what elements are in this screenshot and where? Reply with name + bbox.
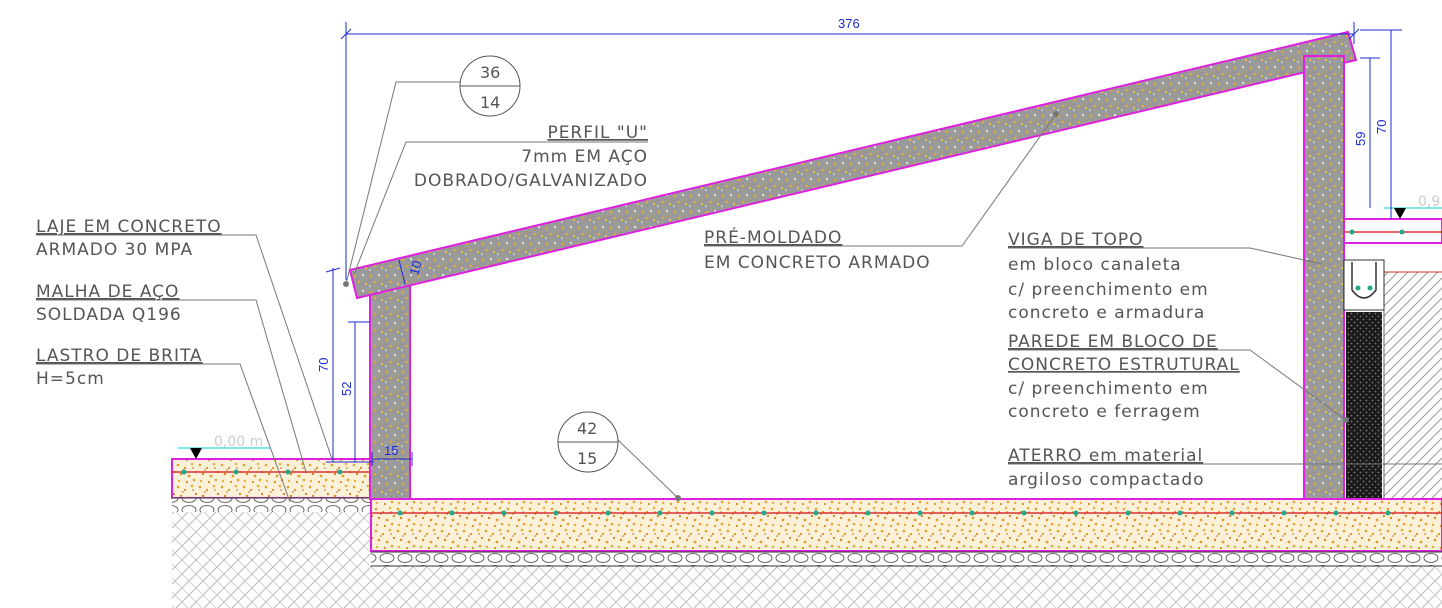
- callout-purlin-bottom: 14: [480, 93, 500, 112]
- floor-slab: [370, 498, 1442, 552]
- level-right-text: 0,9: [1418, 194, 1440, 210]
- right-wall: [1303, 55, 1345, 500]
- dim-slab-thickness: 10: [406, 259, 424, 277]
- label-aterro-l2: argiloso compactado: [1008, 470, 1205, 490]
- rebar-dot: [1073, 510, 1079, 516]
- roof-slab: [348, 30, 1358, 300]
- dim-right-height: 70: [1374, 120, 1389, 134]
- beam-channel: [1343, 259, 1385, 311]
- dimension-lines: [325, 22, 1402, 466]
- dim-right-clear: 59: [1353, 132, 1368, 146]
- label-viga-l3: c/ preenchimento em: [1008, 280, 1209, 300]
- rebar-dots: [181, 469, 1391, 516]
- callout-floor-top: 42: [577, 419, 597, 438]
- label-aterro-l1: ATERRO em material: [1008, 446, 1203, 466]
- dim-wall-thickness: 15: [384, 443, 398, 458]
- label-premoldado-l1: PRÉ-MOLDADO: [704, 226, 842, 248]
- rebar-dot: [1385, 510, 1391, 516]
- label-malha-l2: SOLDADA Q196: [36, 305, 182, 325]
- floor-gravel: [371, 552, 1442, 566]
- rebar-dot: [1021, 510, 1027, 516]
- rebar-dot: [337, 469, 343, 475]
- right-slab-bar-2: [1399, 229, 1405, 235]
- left-wall: [369, 283, 411, 500]
- label-parede-l4: concreto e ferragem: [1008, 402, 1201, 422]
- rebar-dot: [1229, 510, 1235, 516]
- dim-left-height: 70: [316, 358, 331, 372]
- earth-right-hatch: [1384, 272, 1442, 500]
- leader-dot-wall: [1343, 417, 1349, 423]
- level-right-mark: [1394, 208, 1406, 219]
- right-slab-bar-1: [1349, 229, 1355, 235]
- callout-purlin-top: 36: [480, 63, 500, 82]
- rebar-dot: [605, 510, 611, 516]
- callout-floor-bottom: 15: [577, 449, 597, 468]
- rebar-dot: [1125, 510, 1131, 516]
- label-malha-l1: MALHA DE AÇO: [36, 282, 179, 302]
- right-slab: [1343, 218, 1442, 244]
- outer-slab: [171, 458, 371, 499]
- label-perfil-l1: PERFIL "U": [547, 123, 648, 143]
- rebar-dot: [657, 510, 663, 516]
- label-viga-l1: VIGA DE TOPO: [1008, 230, 1143, 250]
- rebar-dot: [865, 510, 871, 516]
- label-perfil-l2: 7mm EM AÇO: [521, 147, 648, 167]
- dim-left-clear: 52: [339, 382, 354, 396]
- level-left-text: 0,00 m: [214, 434, 263, 450]
- label-perfil-l3: DOBRADO/GALVANIZADO: [414, 171, 648, 191]
- rebar-dot: [181, 469, 187, 475]
- leader-dot-purlin: [343, 281, 349, 287]
- leader-lines: [36, 81, 1442, 503]
- beam-bar-2: [1367, 285, 1373, 291]
- rebar-dot: [1333, 510, 1339, 516]
- rebar-dot: [397, 510, 403, 516]
- label-laje-l1: LAJE EM CONCRETO: [36, 217, 222, 237]
- leader-dot-roof: [1053, 111, 1059, 117]
- label-lastro-l2: H=5cm: [36, 369, 105, 389]
- rebar-dot: [969, 510, 975, 516]
- rebar-dot: [1281, 510, 1287, 516]
- label-viga-l2: em bloco canaleta: [1008, 255, 1182, 275]
- rebar-dot: [917, 510, 923, 516]
- leader-dot-floor: [675, 495, 681, 501]
- label-lastro-l1: LASTRO DE BRITA: [36, 346, 203, 366]
- label-laje-l2: ARMADO 30 MPA: [36, 240, 193, 260]
- rebar-dot: [761, 510, 767, 516]
- beam-channel-u: [1351, 262, 1377, 299]
- rebar-dot: [449, 510, 455, 516]
- label-parede-l3: c/ preenchimento em: [1008, 379, 1209, 399]
- rebar-dot: [233, 469, 239, 475]
- outer-gravel: [172, 498, 370, 512]
- rebar-dot: [709, 510, 715, 516]
- rebar-dot: [501, 510, 507, 516]
- beam-bar-1: [1355, 285, 1361, 291]
- rebar-dot: [553, 510, 559, 516]
- label-parede-l2: CONCRETO ESTRUTURAL: [1008, 355, 1240, 375]
- label-viga-l4: concreto e armadura: [1008, 303, 1205, 323]
- dim-overall-width: 376: [838, 16, 860, 31]
- label-premoldado-l2: EM CONCRETO ARMADO: [704, 253, 931, 273]
- block-wall: [1346, 312, 1382, 498]
- level-left-mark: [190, 448, 202, 459]
- rebar-dot: [285, 469, 291, 475]
- label-parede-l1: PAREDE EM BLOCO DE: [1008, 332, 1218, 352]
- rebar-dot: [813, 510, 819, 516]
- rebar-dot: [1177, 510, 1183, 516]
